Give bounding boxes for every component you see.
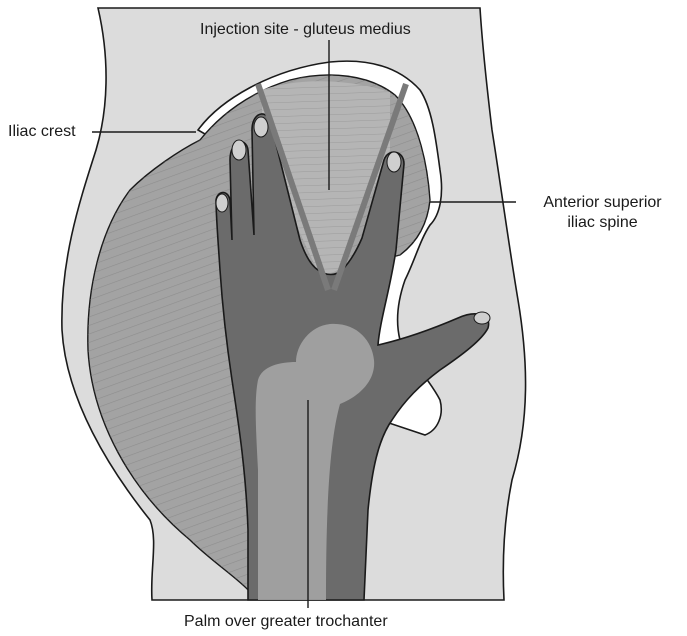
nail-thumb [474,312,490,324]
nail-little-finger [216,194,228,212]
iliac-crest-label: Iliac crest [8,122,76,142]
asis-label-line1: Anterior superior [520,193,685,213]
nail-middle-finger [254,117,268,137]
nail-index-finger [387,152,401,172]
injection-site-label: Injection site - gluteus medius [200,20,411,40]
palm-label: Palm over greater trochanter [184,612,388,632]
asis-label-line2: iliac spine [520,213,685,233]
asis-label: Anterior superior iliac spine [520,193,685,233]
nail-ring-finger [232,140,246,160]
